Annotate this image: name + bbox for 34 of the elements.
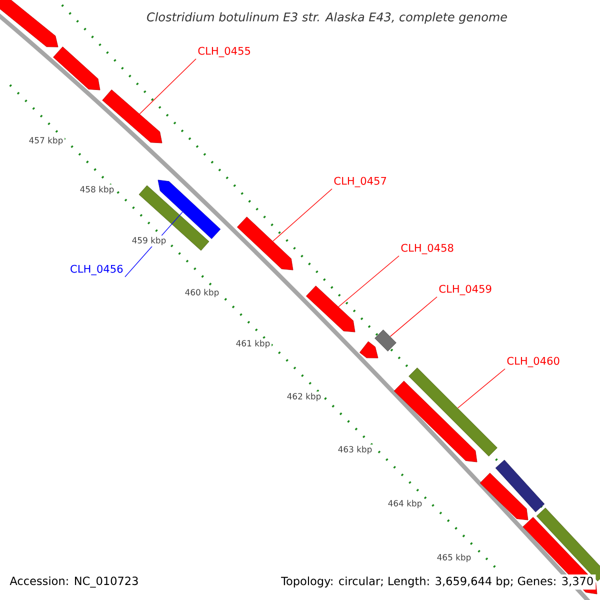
leader-line <box>458 368 506 408</box>
leader-line <box>390 296 438 337</box>
gene-label: CLH_0456 <box>70 264 123 276</box>
gene-label: CLH_0459 <box>439 284 492 296</box>
scale-label: 459 kbp <box>130 236 168 246</box>
gene-label: CLH_0458 <box>401 244 454 254</box>
scale-label: 461 kbp <box>234 338 272 350</box>
scale-label: 465 kbp <box>435 552 473 564</box>
scale-label: 463 kbp <box>336 444 374 456</box>
scale-label: 458 kbp <box>78 184 116 196</box>
accession-text: Accession: NC_010723 <box>10 576 138 588</box>
gene-feature <box>495 460 545 512</box>
gene-feature <box>102 90 162 144</box>
gene-feature <box>237 216 294 270</box>
leader-line <box>139 58 196 114</box>
gene-feature <box>0 0 58 48</box>
title: Clostridium botulinum E3 str. Alaska E43, complete genome <box>145 10 509 26</box>
gene-feature <box>374 330 396 352</box>
gene-feature <box>408 368 498 456</box>
genome-info-text: Topology: circular; Length: 3,659,644 bp; Genes: 3,370 <box>278 574 596 590</box>
scale-label: 460 kbp <box>183 288 221 298</box>
scale-label: 464 kbp <box>386 498 424 510</box>
scale-label: 462 kbp <box>285 392 323 402</box>
leader-line <box>272 188 332 242</box>
gene-feature <box>360 341 378 358</box>
gene-feature <box>306 286 356 332</box>
gene-label: CLH_0460 <box>507 356 560 368</box>
gene-feature <box>394 380 478 462</box>
gene-label: CLH_0455 <box>198 46 250 58</box>
gene-label: CLH_0457 <box>334 176 386 188</box>
gene-feature <box>53 46 100 90</box>
scale-label: 457 kbp <box>27 136 65 146</box>
gene-feature <box>480 472 528 520</box>
leader-line <box>338 256 400 308</box>
